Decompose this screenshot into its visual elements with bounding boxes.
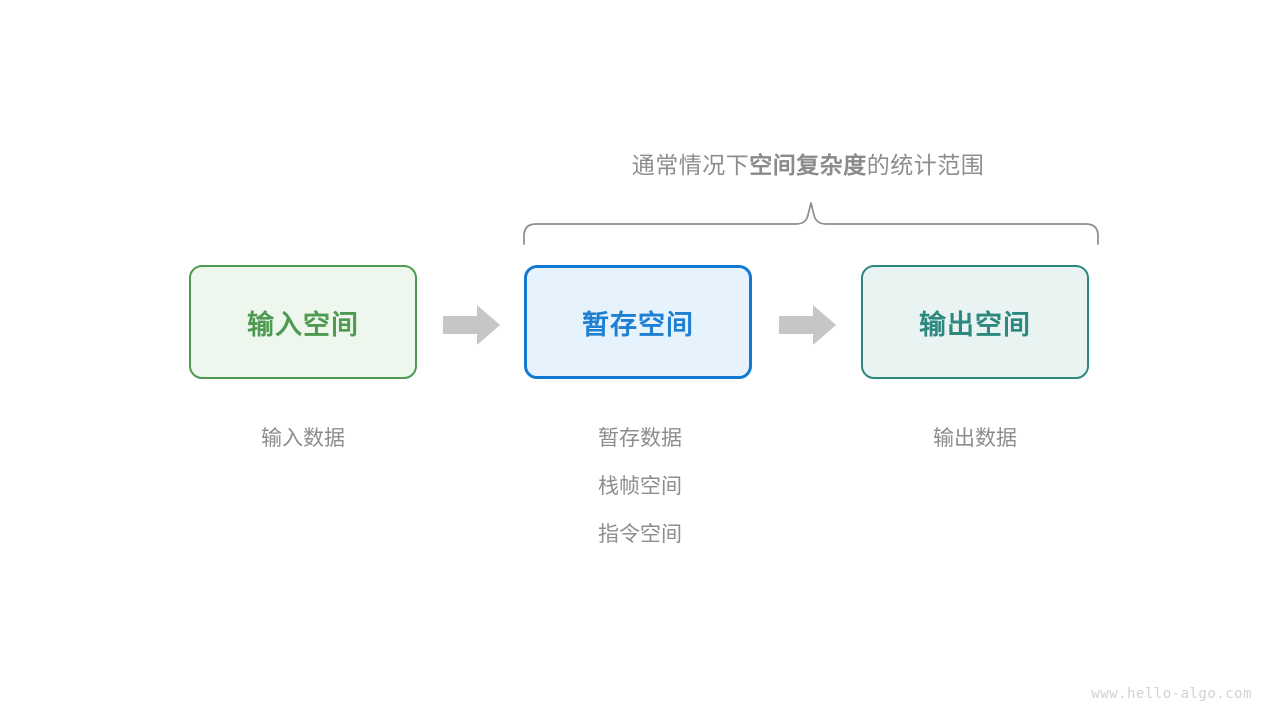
caption-temp-0: 暂存数据 <box>598 427 682 450</box>
caption-temp-2: 指令空间 <box>598 523 682 546</box>
arrow-right-icon <box>779 304 837 346</box>
watermark: www.hello-algo.com <box>1091 686 1252 702</box>
box-temp-space-label: 暂存空间 <box>582 309 694 340</box>
arrow-right-icon-svg <box>779 305 836 345</box>
box-temp-space: 暂存空间 <box>524 265 752 379</box>
box-input-space-label: 输入空间 <box>247 309 359 340</box>
brace-path <box>523 202 1099 245</box>
caption-input-0: 输入数据 <box>261 427 345 450</box>
box-output-space: 输出空间 <box>861 265 1089 379</box>
scope-title: 通常情况下空间复杂度的统计范围 <box>0 146 1280 180</box>
arrow-right-shape <box>443 305 500 345</box>
scope-brace <box>515 194 1105 254</box>
scope-title-highlight: 空间复杂度 <box>749 152 867 178</box>
scope-brace-svg <box>523 202 1099 245</box>
caption-column-temp: 暂存数据 栈帧空间 指令空间 <box>500 415 780 559</box>
scope-title-suffix: 的统计范围 <box>866 152 985 178</box>
box-output-space-label: 输出空间 <box>919 309 1031 340</box>
arrow-right-icon <box>443 304 501 346</box>
caption-temp-1: 栈帧空间 <box>598 475 682 498</box>
arrow-right-shape <box>779 305 836 345</box>
caption-column-output: 输出数据 <box>835 415 1115 463</box>
arrow-right-icon-svg <box>443 305 500 345</box>
box-input-space: 输入空间 <box>189 265 417 379</box>
scope-title-prefix: 通常情况下 <box>631 152 750 178</box>
scope-title-inner: 通常情况下空间复杂度的统计范围 <box>632 146 985 180</box>
caption-output-0: 输出数据 <box>933 427 1017 450</box>
caption-column-input: 输入数据 <box>163 415 443 463</box>
